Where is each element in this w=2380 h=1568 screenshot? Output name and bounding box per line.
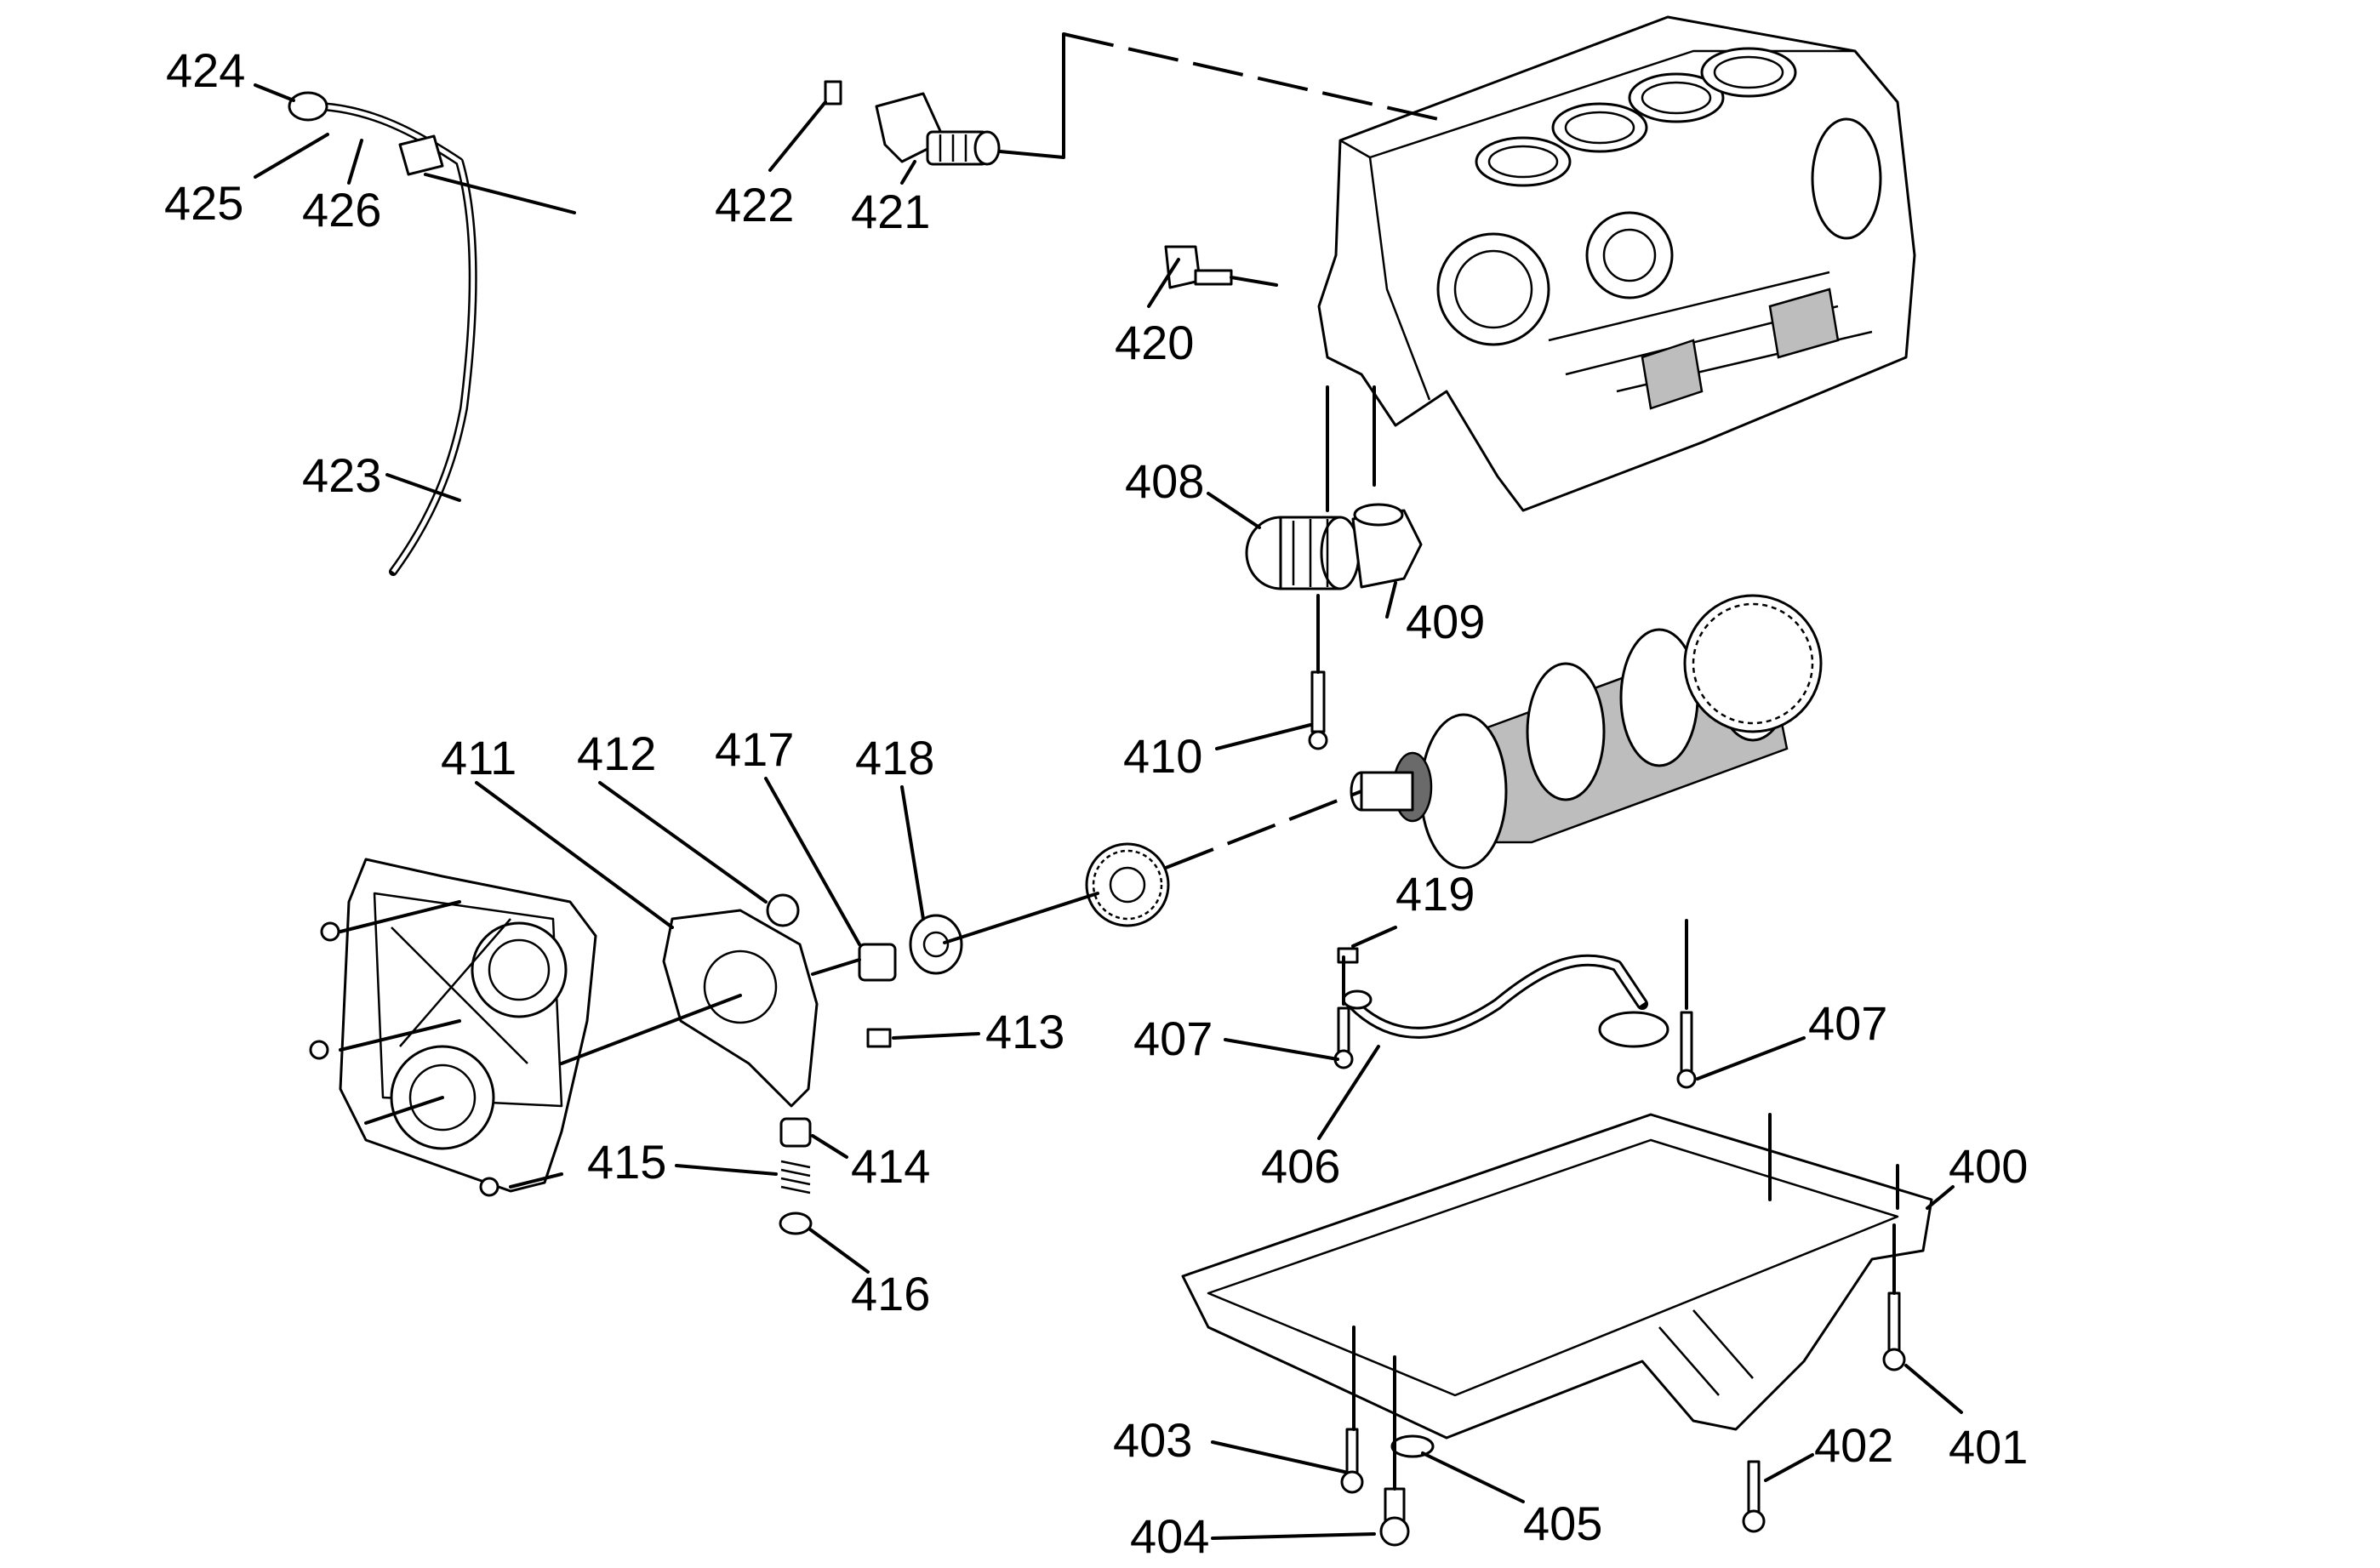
callout-400: 400	[1949, 1139, 2028, 1193]
callout-415: 415	[587, 1135, 666, 1189]
callout-410: 410	[1123, 729, 1202, 783]
leader-lines	[254, 83, 1963, 1540]
oil-filter	[1245, 503, 1423, 590]
callout-labels: 424 425 426 423 422 421 420 408 409 410 …	[164, 43, 2028, 1563]
assembly-lines	[339, 32, 1899, 1491]
oil-pickup-tube	[1342, 954, 1669, 1048]
callout-412: 412	[577, 727, 656, 780]
callout-418: 418	[855, 731, 934, 784]
callout-404: 404	[1130, 1509, 1209, 1563]
callout-411: 411	[441, 731, 517, 784]
callout-426: 426	[302, 183, 381, 237]
oil-control-valve	[824, 80, 1001, 166]
callout-424: 424	[166, 43, 245, 97]
callout-407b: 407	[1808, 996, 1887, 1050]
callout-421: 421	[851, 185, 930, 238]
callout-422: 422	[715, 178, 794, 231]
callout-417: 417	[715, 722, 794, 776]
crankshaft	[1350, 594, 1823, 870]
callout-405: 405	[1523, 1497, 1602, 1550]
callout-413: 413	[985, 1005, 1064, 1058]
callout-409: 409	[1406, 595, 1485, 648]
bolts	[309, 670, 1906, 1547]
callout-407a: 407	[1133, 1012, 1213, 1065]
callout-414: 414	[851, 1139, 930, 1193]
callout-423: 423	[302, 448, 381, 502]
callout-402: 402	[1814, 1418, 1893, 1472]
callout-408: 408	[1125, 454, 1204, 508]
oil-pan	[1181, 1113, 1933, 1440]
callout-406: 406	[1261, 1139, 1340, 1193]
callout-416: 416	[851, 1267, 930, 1320]
callout-401: 401	[1949, 1420, 2028, 1474]
front-cover	[339, 858, 597, 1193]
oil-pump-housing	[662, 893, 819, 1108]
callout-425: 425	[164, 176, 243, 230]
callout-403: 403	[1113, 1413, 1192, 1467]
callout-420: 420	[1115, 316, 1194, 369]
relief-valve-parts	[779, 1028, 892, 1235]
callout-419: 419	[1395, 867, 1475, 921]
engine-block	[1317, 15, 1916, 512]
crank-sprocket	[1085, 842, 1170, 927]
pump-rotor	[858, 914, 963, 982]
